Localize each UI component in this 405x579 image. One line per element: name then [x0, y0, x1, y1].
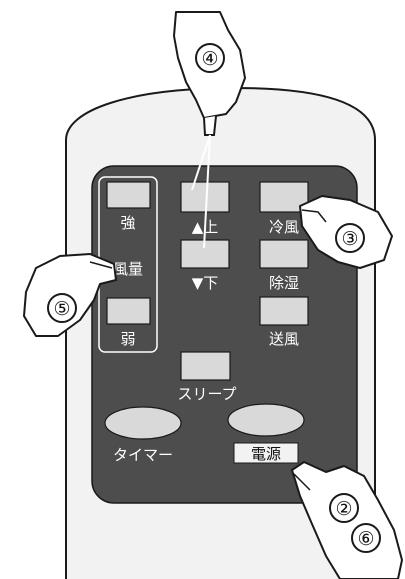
- step-5-number: ⑤: [53, 298, 70, 320]
- power-button[interactable]: [227, 403, 305, 437]
- step-2-badge: [329, 493, 359, 523]
- strong-button[interactable]: [106, 181, 151, 209]
- fan-mode-button[interactable]: [259, 296, 309, 326]
- step-4-badge: [195, 43, 225, 73]
- step-4-number: ④: [201, 48, 218, 70]
- fan-volume-label: 風量: [113, 260, 143, 278]
- dehumid-button[interactable]: [259, 239, 309, 269]
- step-3-badge: [335, 223, 365, 253]
- step-5-callout: ⑤: [23, 253, 117, 337]
- pointer-line-up: [191, 134, 211, 191]
- power-label: 電源: [251, 445, 281, 463]
- step-6-badge: [351, 523, 381, 553]
- fan-mode-label: 送風: [269, 330, 299, 348]
- sleep-button[interactable]: [180, 351, 231, 381]
- strong-label: 強: [120, 214, 135, 232]
- step-6-number: ⑥: [357, 528, 374, 550]
- down-label: ▼下: [192, 274, 219, 292]
- step-4-callout: ④: [173, 11, 246, 249]
- pointer-line-down: [203, 134, 211, 249]
- step-2-number: ②: [335, 498, 352, 520]
- step-2-6-callout: ② ⑥: [291, 461, 403, 579]
- weak-button[interactable]: [106, 297, 151, 325]
- cool-label: 冷風: [269, 218, 299, 236]
- pointing-hand-icon: [23, 253, 117, 337]
- step-5-badge: [47, 293, 77, 323]
- sleep-label: スリープ: [177, 385, 236, 403]
- step-3-callout: ③: [299, 195, 393, 269]
- dehumid-label: 除湿: [269, 274, 299, 292]
- timer-label: タイマー: [113, 446, 173, 464]
- timer-button[interactable]: [104, 406, 182, 440]
- step-3-number: ③: [341, 228, 358, 250]
- up-button[interactable]: [180, 181, 230, 213]
- power-label-plate: [233, 442, 299, 464]
- weak-label: 弱: [120, 330, 135, 348]
